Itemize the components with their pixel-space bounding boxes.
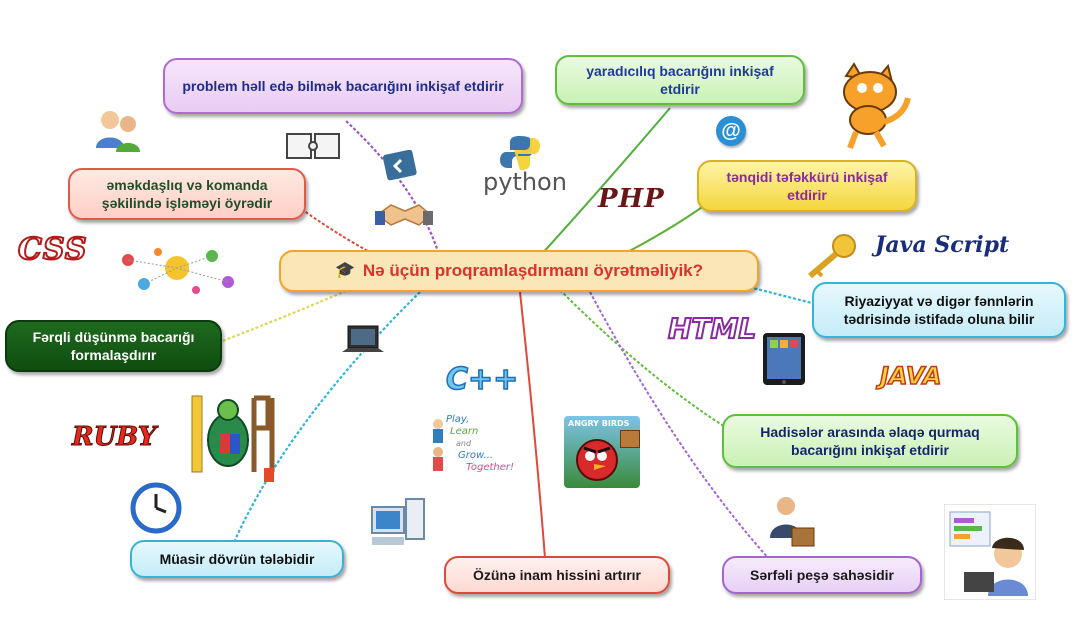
node-different-thinking[interactable]: Fərqli düşünmə bacarığı formalaşdırır <box>5 320 222 372</box>
ruby-logo: RUBY <box>71 422 157 453</box>
link-creativity <box>539 107 671 257</box>
desktop-computer-icon <box>371 498 425 545</box>
html-logo: HTML <box>667 311 757 346</box>
node-problem-solving-label: problem həll edə bilmək bacarığını inkiş… <box>182 78 504 94</box>
tablet-icon <box>763 333 805 385</box>
angry-birds-title: ANGRY BIRDS <box>568 419 630 428</box>
play-learn-line-3: and <box>456 439 472 448</box>
play-learn-grow-logo: Play, Learn and Grow... Together! <box>428 414 514 476</box>
laptop-icon <box>342 325 384 352</box>
play-learn-line-2: Learn <box>450 426 479 437</box>
node-teamwork-label: əməkdaşlıq və komanda şəkilində işləməyi… <box>101 177 273 211</box>
link-modern-times <box>234 291 421 541</box>
node-relationships[interactable]: Hadisələr arasında əlaqə qurmaq bacarığı… <box>722 414 1018 468</box>
php-logo: PHP <box>598 184 665 214</box>
link-relationships <box>559 289 731 431</box>
node-math-subjects[interactable]: Riyaziyyat və digər fənnlərin tədrisində… <box>812 282 1066 338</box>
turtle-pencil-icon <box>191 395 275 482</box>
javascript-logo: Java Script <box>875 232 1010 258</box>
python-logo: python <box>483 168 567 196</box>
node-critical-thinking[interactable]: tənqidi təfəkkürü inkişaf etdirir <box>697 160 917 212</box>
cpp-logo: C++ <box>445 361 519 398</box>
handshake-icon <box>375 204 433 226</box>
at-sign-icon: @ <box>716 116 746 146</box>
clock-icon <box>130 482 182 534</box>
central-topic-label: Nə üçün proqramlaşdırmanı öyrətməliyik? <box>362 261 704 280</box>
node-different-thinking-label: Fərqli düşünmə bacarığı formalaşdırır <box>32 329 195 363</box>
css-logo: CSS <box>17 231 88 268</box>
kid-coding-illustration <box>944 504 1036 600</box>
social-network-icon <box>122 248 234 294</box>
node-modern-times[interactable]: Müasir dövrün tələbidir <box>130 540 344 578</box>
at-sign-text: @ <box>721 119 741 142</box>
graduate-icon: 🎓 <box>334 262 355 279</box>
java-logo: JAVA <box>879 361 942 391</box>
node-problem-solving[interactable]: problem həll edə bilmək bacarığını inkiş… <box>163 58 523 114</box>
code-tablet-icon <box>383 150 417 181</box>
node-modern-times-label: Müasir dövrün tələbidir <box>159 551 315 567</box>
node-relationships-label: Hadisələr arasında əlaqə qurmaq bacarığı… <box>760 424 980 458</box>
node-teamwork[interactable]: əməkdaşlıq və komanda şəkilində işləməyi… <box>68 168 306 220</box>
crate-icon <box>620 430 640 448</box>
node-profitable-career[interactable]: Sərfəli peşə sahəsidir <box>722 556 922 594</box>
node-creativity-label: yaradıcılıq bacarığını inkişaf etdirir <box>586 63 774 97</box>
node-math-subjects-label: Riyaziyyat və digər fənnlərin tədrisində… <box>843 293 1035 327</box>
node-self-confidence[interactable]: Özünə inam hissini artırır <box>444 556 670 594</box>
node-profitable-career-label: Sərfəli peşə sahəsidir <box>750 567 894 583</box>
node-creativity[interactable]: yaradıcılıq bacarığını inkişaf etdirir <box>555 55 805 105</box>
angry-birds-icon: ANGRY BIRDS <box>564 416 640 488</box>
link-teamwork <box>299 207 386 261</box>
central-topic[interactable]: 🎓 Nə üçün proqramlaşdırmanı öyrətməliyik… <box>279 250 759 292</box>
kids-icon <box>433 419 443 471</box>
users-icon <box>96 111 140 152</box>
python-snake-icon <box>500 136 540 170</box>
puzzle-icon <box>286 133 340 159</box>
node-self-confidence-label: Özünə inam hissini artırır <box>472 567 642 583</box>
play-learn-line-1: Play, <box>446 414 470 425</box>
link-profitable-career <box>589 291 771 561</box>
link-self-confidence <box>519 291 546 559</box>
businessman-icon <box>770 497 815 547</box>
red-bird-icon <box>576 439 618 481</box>
scratch-cat-icon <box>843 62 911 150</box>
play-learn-line-5: Together! <box>466 462 515 473</box>
play-learn-line-4: Grow... <box>458 450 494 461</box>
key-icon <box>808 234 856 279</box>
node-critical-thinking-label: tənqidi təfəkkürü inkişaf etdirir <box>726 169 888 203</box>
link-problem-solving <box>344 119 442 259</box>
